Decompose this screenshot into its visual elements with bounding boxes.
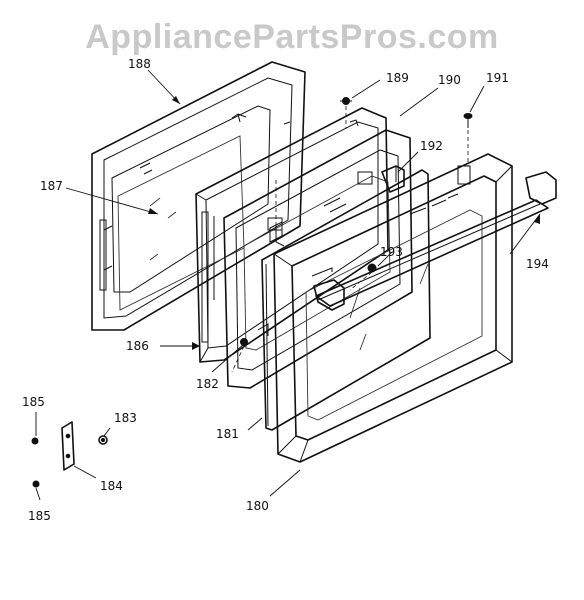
assembly-guide-lines [231,106,469,373]
glass-pane [261,169,431,431]
leader-arrowheads [148,96,540,350]
door-handle [313,171,557,311]
leader-lines [35,69,541,501]
callout-189: 189 [386,71,409,85]
outer-door-panel [91,61,306,331]
callout-186: 186 [126,339,149,353]
top-screw-189 [340,97,352,105]
callout-184: 184 [100,479,123,493]
callout-labels: 188 189 190 191 187 192 193 194 186 182 … [22,57,549,523]
middle-frame-panel [195,107,389,363]
callout-191: 191 [486,71,509,85]
hinge-nut [98,435,108,445]
callout-182: 182 [196,377,219,391]
watermark: AppliancePartsPros.com [85,18,499,56]
callout-181: 181 [216,427,239,441]
callout-183: 183 [114,411,137,425]
callout-180: 180 [246,499,269,513]
callout-194: 194 [526,257,549,271]
handle-screw [367,263,377,273]
top-screw-191 [463,113,473,128]
callout-185-lower: 185 [28,509,51,523]
callout-190: 190 [438,73,461,87]
hinge-screw-lower [32,480,40,488]
callout-187: 187 [40,179,63,193]
hinge-screw-upper [31,437,39,445]
callout-188: 188 [128,57,151,71]
hinge-assembly [61,421,75,471]
callout-193: 193 [380,245,403,259]
frame-screw [240,338,248,346]
inner-glass-frame [223,129,413,389]
front-door-frame [273,153,513,463]
callout-192: 192 [420,139,443,153]
callout-185-upper: 185 [22,395,45,409]
